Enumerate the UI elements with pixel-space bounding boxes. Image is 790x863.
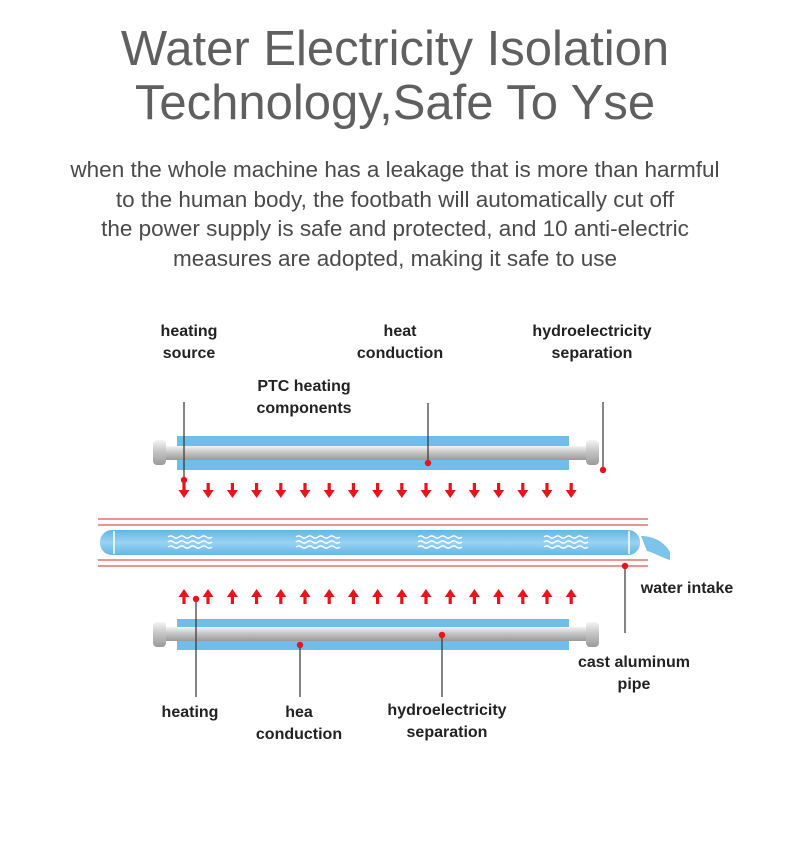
leader-dot <box>192 595 200 603</box>
up-arrow-icon <box>178 589 190 604</box>
label-hydro-separation-bottom: hydroelectricity separation <box>387 702 507 741</box>
top-heating-element <box>153 436 599 470</box>
water-wave-icon <box>295 535 341 549</box>
down-arrow-icon <box>541 483 553 498</box>
down-arrow-icon <box>396 483 408 498</box>
leader-lines <box>183 402 626 697</box>
up-arrows <box>178 589 577 604</box>
top-rod-cap-left <box>153 440 166 465</box>
label-water-intake: water intake <box>640 580 734 597</box>
leader-dot <box>180 476 188 484</box>
pipe-wall-lines <box>98 518 648 567</box>
down-arrow-icon <box>493 483 505 498</box>
down-arrow-icon <box>565 483 577 498</box>
down-arrow-icon <box>178 483 190 498</box>
bottom-rod <box>162 627 594 641</box>
label-hea-conduction: hea conduction <box>255 704 343 743</box>
title-line-2: Technology,Safe To Yse <box>134 76 656 130</box>
top-rod <box>162 446 594 460</box>
description-line: to the human body, the footbath will aut… <box>115 186 675 212</box>
up-arrow-icon <box>251 589 263 604</box>
down-arrow-icon <box>226 483 238 498</box>
down-arrow-icon <box>372 483 384 498</box>
down-arrow-icon <box>275 483 287 498</box>
down-arrow-icon <box>202 483 214 498</box>
water-wave-icon <box>167 535 213 549</box>
up-arrow-icon <box>226 589 238 604</box>
description-line: when the whole machine has a leakage tha… <box>70 157 720 182</box>
water-waves <box>167 535 589 549</box>
description-line: measures are adopted, making it safe to … <box>172 245 617 271</box>
up-arrow-icon <box>202 589 214 604</box>
up-arrow-icon <box>420 589 432 604</box>
bottom-heating-element <box>153 619 599 650</box>
water-outlet-icon <box>641 536 670 560</box>
water-tube <box>98 528 670 560</box>
down-arrow-icon <box>468 483 480 498</box>
down-arrow-icon <box>444 483 456 498</box>
down-arrow-icon <box>251 483 263 498</box>
up-arrow-icon <box>444 589 456 604</box>
bottom-rod-cap-right <box>586 622 599 647</box>
up-arrow-icon <box>396 589 408 604</box>
description: when the whole machine has a leakage tha… <box>0 155 790 273</box>
title-line-1: Water Electricity Isolation <box>120 22 670 76</box>
down-arrow-icon <box>347 483 359 498</box>
down-arrow-icon <box>299 483 311 498</box>
leader-dot <box>438 631 446 639</box>
water-wave-icon <box>417 535 463 549</box>
down-arrow-icon <box>517 483 529 498</box>
label-cast-aluminum-pipe: cast aluminum pipe <box>577 654 691 693</box>
up-arrow-icon <box>565 589 577 604</box>
down-arrow-icon <box>420 483 432 498</box>
up-arrow-icon <box>323 589 335 604</box>
up-arrow-icon <box>517 589 529 604</box>
up-arrow-icon <box>372 589 384 604</box>
down-arrow-icon <box>323 483 335 498</box>
up-arrow-icon <box>493 589 505 604</box>
water-tube-body <box>98 528 642 557</box>
label-ptc-heating: PTC heating components <box>256 378 352 417</box>
top-rod-cap-right <box>586 440 599 465</box>
leader-dot <box>599 466 607 474</box>
leader-dot <box>296 641 304 649</box>
up-arrow-icon <box>299 589 311 604</box>
up-arrow-icon <box>468 589 480 604</box>
label-hydro-separation-top: hydroelectricity separation <box>532 323 652 362</box>
bottom-rod-cap-left <box>153 622 166 647</box>
description-line: the power supply is safe and protected, … <box>101 216 689 241</box>
leader-dot <box>424 459 432 467</box>
up-arrow-icon <box>541 589 553 604</box>
label-heating-bottom: heating <box>161 704 219 721</box>
leader-dot <box>621 562 629 570</box>
label-heating-source: heating source <box>160 323 218 362</box>
down-arrows <box>178 483 577 498</box>
up-arrow-icon <box>275 589 287 604</box>
water-wave-icon <box>543 535 589 549</box>
label-heat-conduction: heat conduction <box>356 323 444 362</box>
leader-dots <box>180 459 629 649</box>
up-arrow-icon <box>347 589 359 604</box>
